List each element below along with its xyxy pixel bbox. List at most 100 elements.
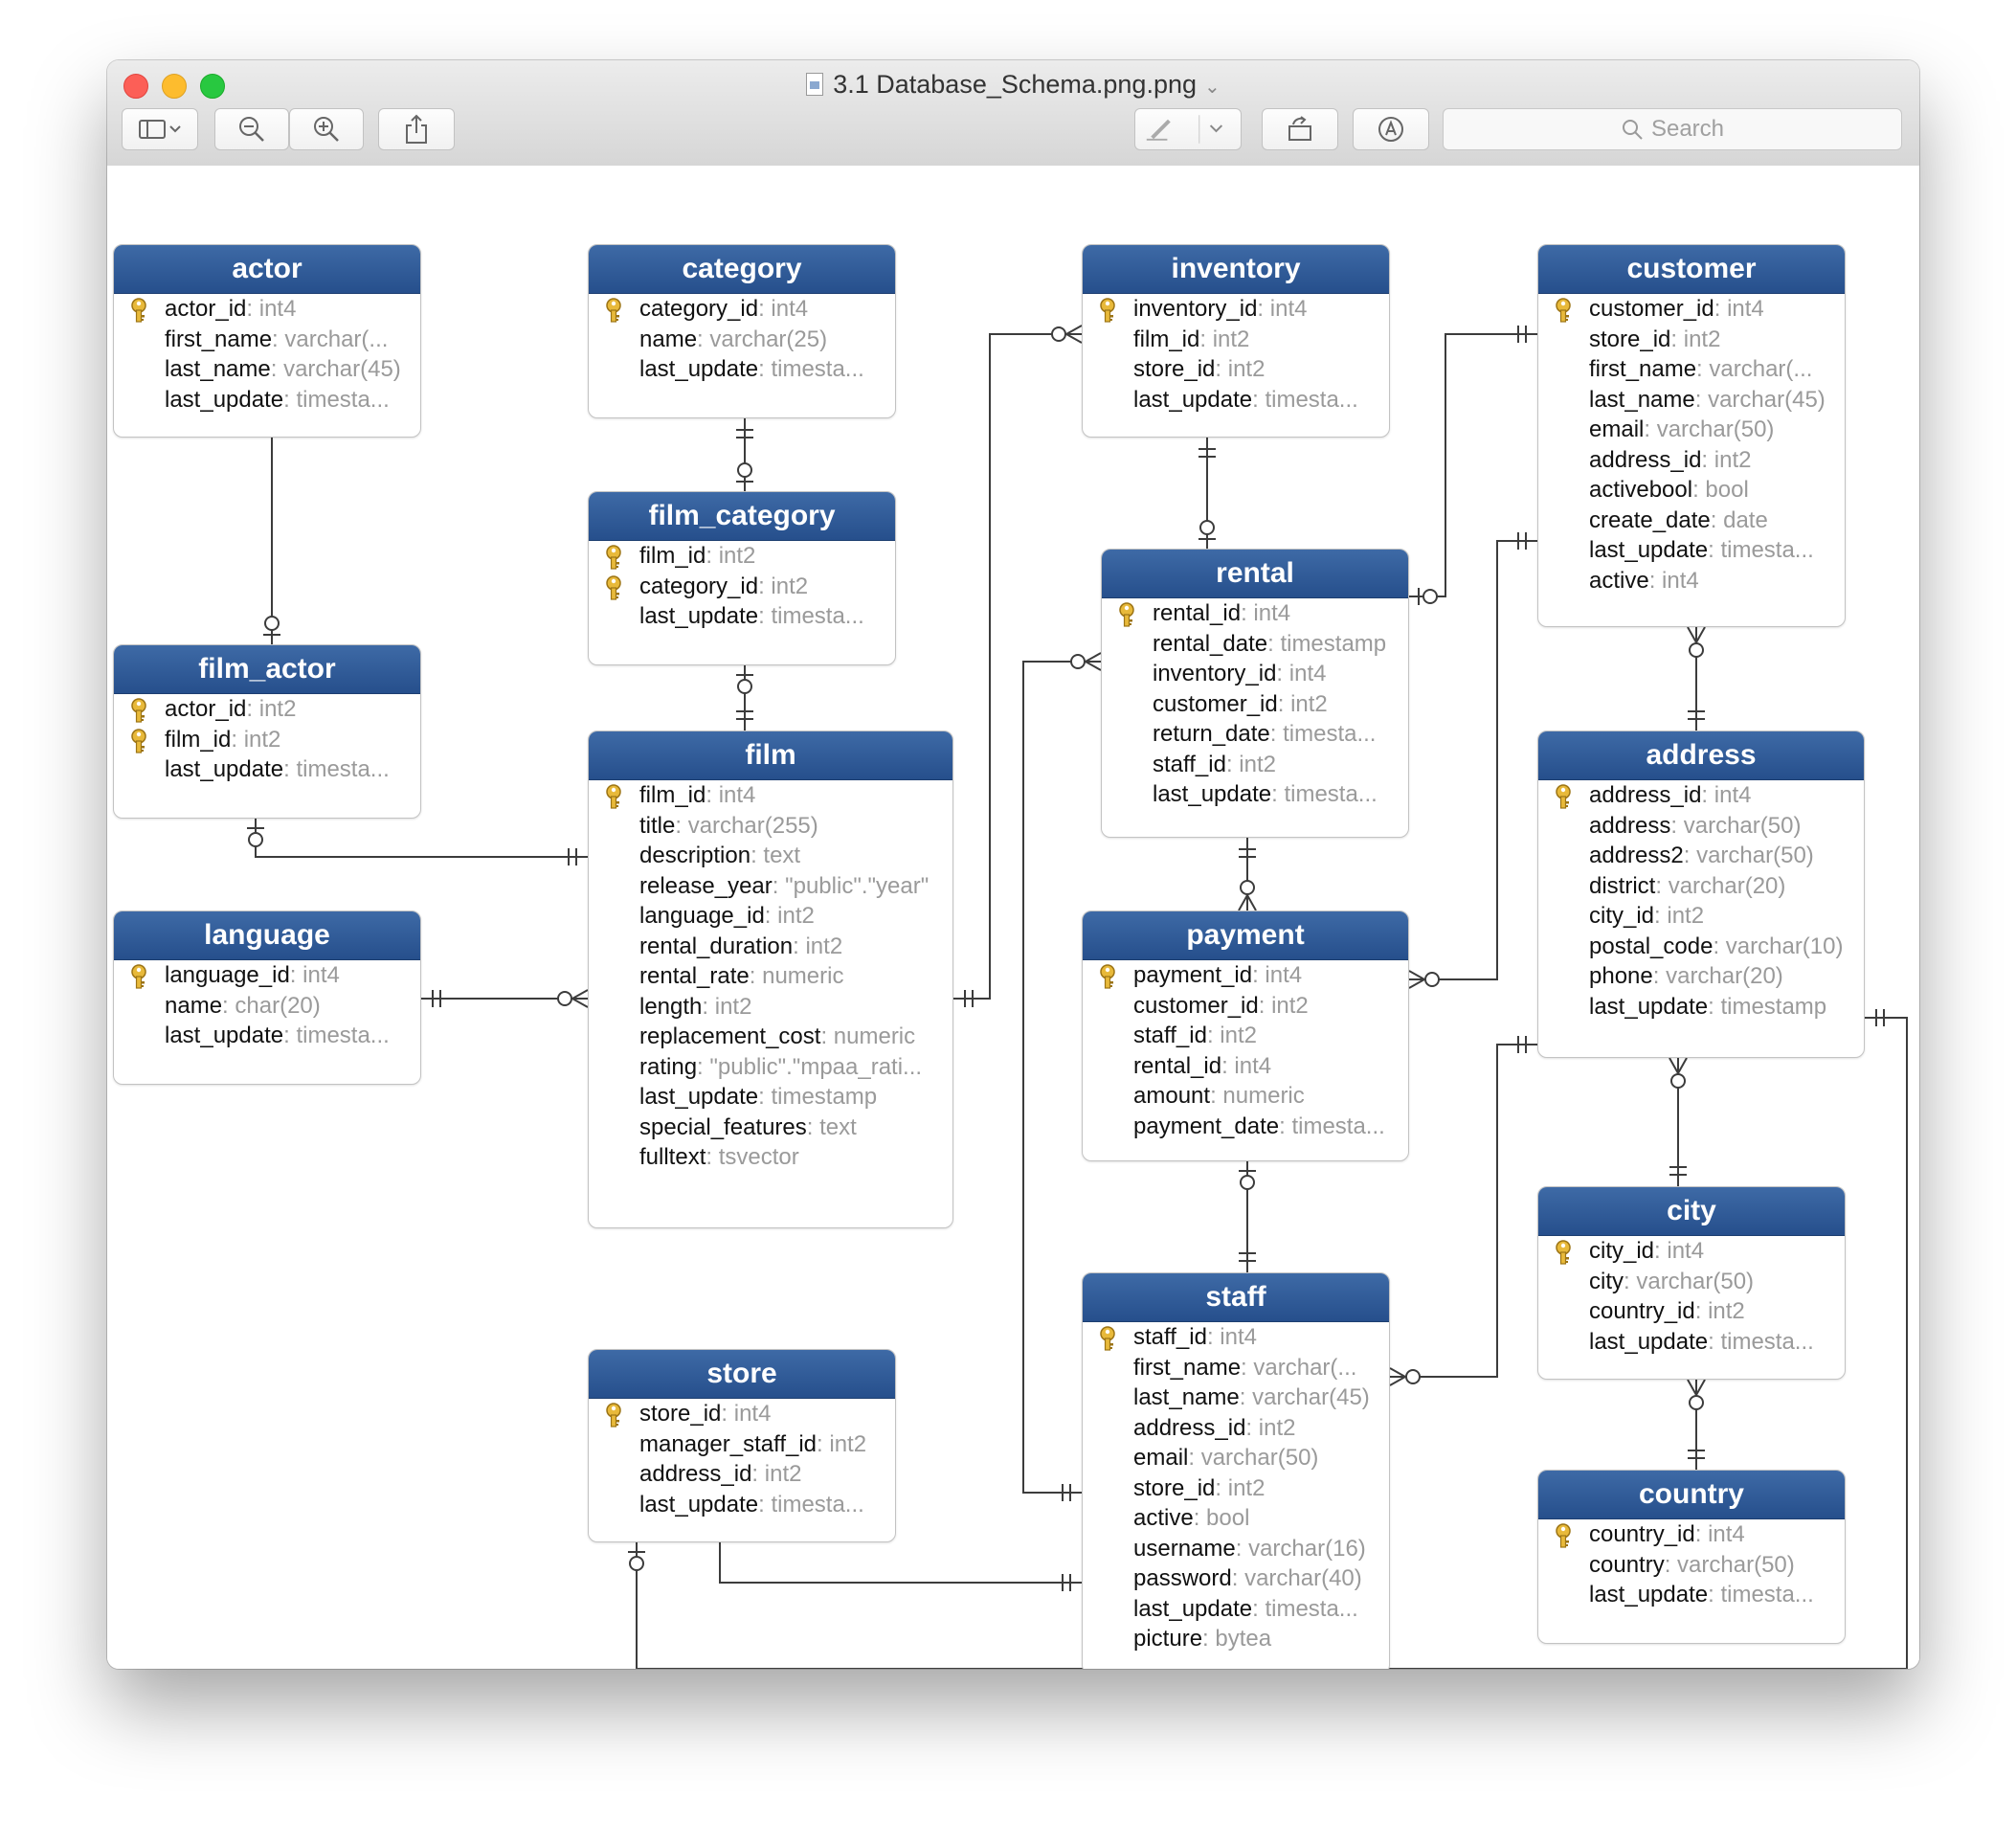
field-type: varchar(10) bbox=[1725, 933, 1844, 959]
markup-pen-button[interactable] bbox=[1134, 108, 1242, 150]
field-type: int2 bbox=[718, 543, 756, 569]
sidebar-toggle-button[interactable] bbox=[122, 108, 198, 150]
field-type: int4 bbox=[733, 1401, 772, 1427]
field-type: int4 bbox=[1727, 296, 1764, 322]
field-row: payment_date: timesta... bbox=[1083, 1112, 1408, 1142]
field-name: special_features bbox=[639, 1113, 807, 1140]
field-type: int4 bbox=[1667, 1238, 1705, 1264]
field-name: city_id bbox=[1589, 1238, 1655, 1264]
crow-foot bbox=[571, 989, 589, 1000]
field-row: last_update: timesta... bbox=[1083, 385, 1389, 416]
field-name: active bbox=[1133, 1505, 1194, 1531]
field-name: address_id bbox=[639, 1461, 752, 1487]
field-row: active: int4 bbox=[1538, 566, 1845, 596]
search-placeholder: Search bbox=[1650, 116, 1725, 142]
field-name: length bbox=[639, 993, 703, 1020]
field-name: staff_id bbox=[1133, 1324, 1207, 1350]
table-header: rental bbox=[1102, 550, 1408, 598]
field-row: last_update: timesta... bbox=[1538, 1327, 1845, 1358]
field-row: store_id: int2 bbox=[1083, 1473, 1389, 1504]
field-row: address: varchar(50) bbox=[1538, 811, 1864, 842]
field-type: timesta... bbox=[1284, 781, 1378, 807]
table-header: actor bbox=[114, 245, 420, 294]
field-row: username: varchar(16) bbox=[1083, 1534, 1389, 1564]
markup-toolbar-button[interactable] bbox=[1353, 108, 1429, 150]
pen-icon bbox=[1146, 115, 1223, 144]
field-row: customer_id: int2 bbox=[1102, 689, 1408, 720]
field-separator: : bbox=[721, 1401, 734, 1427]
field-row: first_name: varchar(... bbox=[114, 325, 420, 355]
field-separator: : bbox=[1714, 296, 1728, 322]
field-name: return_date bbox=[1153, 721, 1270, 747]
field-type: varchar(16) bbox=[1248, 1535, 1366, 1562]
primary-key-icon bbox=[1094, 297, 1121, 332]
field-separator: : bbox=[1683, 843, 1697, 868]
connector-path bbox=[1409, 540, 1537, 980]
field-row: actor_id: int4 bbox=[114, 294, 420, 325]
field-row: rental_date: timestamp bbox=[1102, 629, 1408, 660]
field-separator: : bbox=[246, 296, 259, 322]
field-name: last_name bbox=[1589, 386, 1695, 413]
field-type: int4 bbox=[1265, 962, 1303, 988]
share-button[interactable] bbox=[378, 108, 455, 150]
field-type: timesta... bbox=[771, 1491, 864, 1518]
primary-key-icon bbox=[600, 1402, 627, 1437]
rotate-button[interactable] bbox=[1262, 108, 1338, 150]
field-name: rental_id bbox=[1153, 600, 1242, 626]
primary-key-icon bbox=[1113, 601, 1140, 637]
search-input[interactable]: Search bbox=[1443, 108, 1902, 150]
relationship-connector bbox=[1408, 532, 1537, 989]
field-name: customer_id bbox=[1153, 690, 1278, 717]
field-type: text bbox=[763, 843, 801, 868]
window-title-menu[interactable]: 3.1 Database_Schema.png.png⌄ bbox=[107, 70, 1919, 100]
field-type: int2 bbox=[829, 1430, 867, 1457]
close-button[interactable] bbox=[123, 74, 148, 99]
field-separator: : bbox=[1245, 1414, 1259, 1441]
field-row: inventory_id: int4 bbox=[1102, 659, 1408, 689]
field-separator: : bbox=[1206, 1023, 1221, 1048]
field-name: name bbox=[639, 326, 698, 352]
field-separator: : bbox=[1708, 993, 1721, 1020]
field-name: customer_id bbox=[1133, 992, 1259, 1019]
field-separator: : bbox=[758, 1491, 772, 1518]
field-row: description: text bbox=[589, 841, 952, 871]
field-name: last_update bbox=[639, 603, 759, 629]
field-row: customer_id: int4 bbox=[1538, 294, 1845, 325]
cardinality-circle bbox=[557, 991, 572, 1006]
field-type: timesta... bbox=[296, 1023, 390, 1048]
field-separator: : bbox=[1664, 1551, 1678, 1578]
field-name: store_id bbox=[639, 1401, 722, 1427]
field-separator: : bbox=[820, 1023, 834, 1049]
field-type: varchar(25) bbox=[709, 326, 828, 352]
field-separator: : bbox=[758, 356, 772, 382]
field-row: rental_duration: int2 bbox=[589, 932, 952, 962]
cardinality-circle bbox=[737, 679, 752, 694]
field-name: rating bbox=[639, 1053, 698, 1080]
crow-foot bbox=[1238, 894, 1248, 911]
relationship-lines bbox=[247, 325, 1908, 1669]
field-type: int2 bbox=[1290, 690, 1328, 717]
field-row: city: varchar(50) bbox=[1538, 1267, 1845, 1297]
minimize-button[interactable] bbox=[162, 74, 187, 99]
zoom-in-button[interactable] bbox=[289, 108, 364, 150]
crow-foot bbox=[571, 998, 589, 1008]
zoom-in-icon bbox=[314, 117, 339, 142]
field-separator: : bbox=[270, 356, 284, 382]
field-separator: : bbox=[697, 1053, 710, 1080]
field-row: title: varchar(255) bbox=[589, 811, 952, 842]
zoom-button[interactable] bbox=[200, 74, 225, 99]
field-separator: : bbox=[1277, 690, 1291, 717]
field-name: password bbox=[1133, 1565, 1232, 1591]
field-name: rental_duration bbox=[639, 933, 794, 959]
field-separator: : bbox=[758, 603, 772, 629]
zoom-out-button[interactable] bbox=[214, 108, 289, 150]
crow-foot bbox=[1389, 1367, 1406, 1378]
field-type: int2 bbox=[714, 993, 752, 1020]
relationship-connector bbox=[1409, 326, 1537, 605]
